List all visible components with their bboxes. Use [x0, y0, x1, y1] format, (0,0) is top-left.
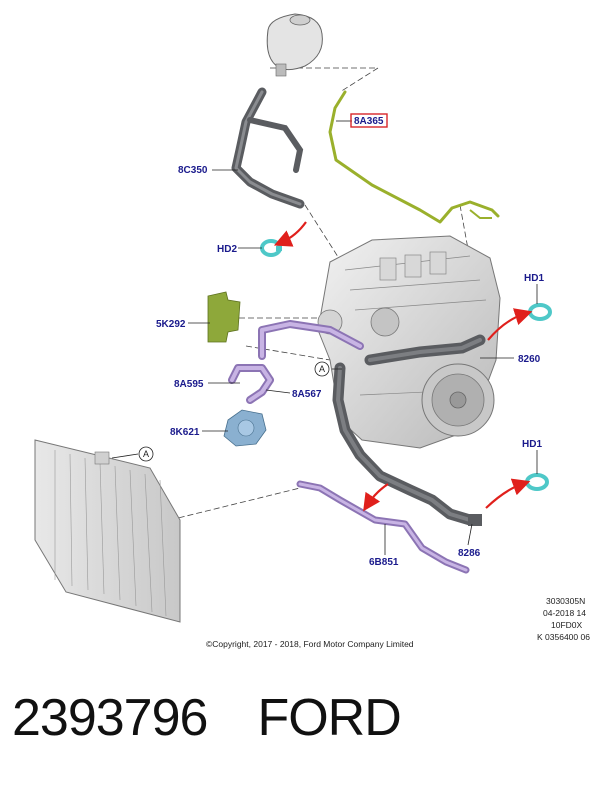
bracket-5k292: [207, 291, 241, 343]
label-8a365[interactable]: 8A365: [354, 116, 384, 127]
hose-8a365: [328, 90, 500, 224]
callout-labels: 8A365 8C350 HD2 HD1 5K292 8260 8A595 8A5…: [156, 113, 544, 568]
code-4: K 0356400 06: [537, 632, 590, 642]
label-8286[interactable]: 8286: [458, 548, 481, 559]
label-8k621[interactable]: 8K621: [170, 427, 200, 438]
label-8a595[interactable]: 8A595: [174, 379, 204, 390]
engine-block: [317, 235, 501, 449]
hose-8c350: [231, 87, 305, 209]
code-1: 3030305N: [546, 596, 585, 606]
clamp-hd1-bottom: [525, 473, 549, 491]
label-8a567[interactable]: 8A567: [292, 389, 322, 400]
hose-lower: [332, 362, 482, 526]
label-hd1-bottom[interactable]: HD1: [522, 439, 542, 450]
label-hd2[interactable]: HD2: [217, 244, 237, 255]
hose-6b851: [296, 480, 470, 574]
brand-name: FORD: [257, 689, 401, 747]
radiator: [34, 439, 181, 623]
copyright: ©Copyright, 2017 - 2018, Ford Motor Comp…: [206, 639, 414, 649]
hose-8260: [364, 334, 486, 366]
reference-a-radiator-text: A: [143, 449, 149, 459]
label-8c350[interactable]: 8C350: [178, 165, 208, 176]
parts-diagram: 8A365 8C350 HD2 HD1 5K292 8260 8A595 8A5…: [34, 13, 590, 649]
pump-8k621: [223, 409, 267, 447]
reference-a-radiator: A: [138, 446, 154, 462]
clamp-hd1-top: [528, 303, 552, 321]
label-8260[interactable]: 8260: [518, 354, 541, 365]
label-hd1-top[interactable]: HD1: [524, 273, 544, 284]
code-2: 04-2018 14: [543, 608, 586, 618]
red-arrows: [273, 221, 533, 512]
expansion-tank: [266, 13, 323, 77]
leader-lines: [111, 120, 538, 555]
label-6b851[interactable]: 6B851: [369, 557, 399, 568]
reference-a-engine-text: A: [319, 364, 325, 374]
diagram-codes: 3030305N 04-2018 14 10FD0X K 0356400 06 …: [206, 596, 590, 649]
clamp-hd2: [260, 239, 282, 257]
part-number: 2393796: [12, 689, 208, 747]
highlight-box-8a365: [350, 113, 388, 128]
reference-lines: [169, 67, 471, 521]
reference-a-engine: A: [314, 361, 330, 377]
code-3: 10FD0X: [551, 620, 583, 630]
hose-8a595: [228, 320, 364, 404]
footer-caption: 2393796 FORD: [12, 688, 402, 748]
label-5k292[interactable]: 5K292: [156, 319, 186, 330]
